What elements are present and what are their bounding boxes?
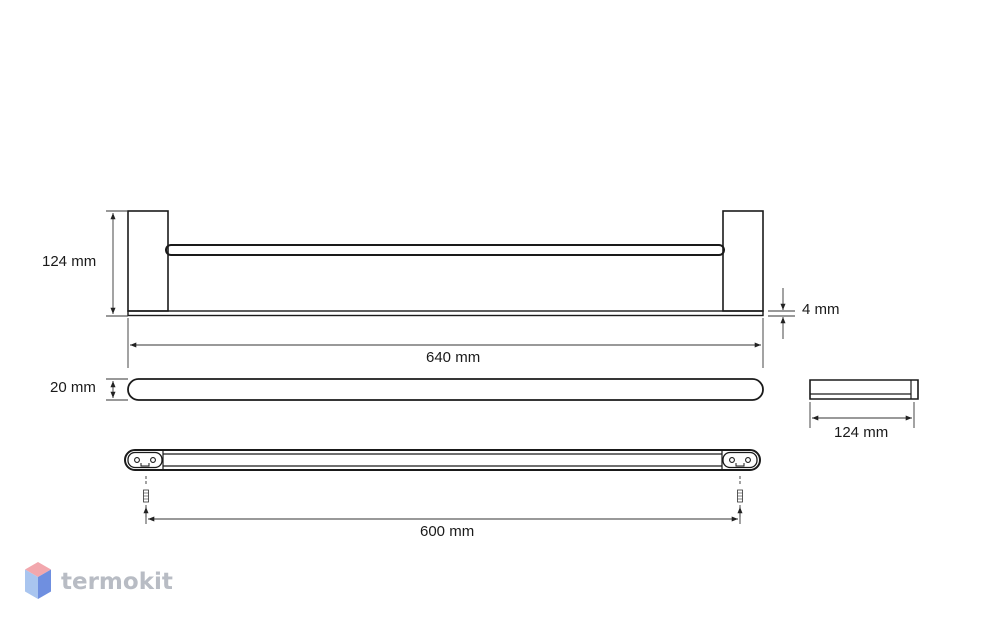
left-mount-plate	[127, 451, 163, 469]
termokit-logo: termokit	[25, 562, 173, 599]
front-view	[127, 210, 764, 317]
right-bracket	[722, 210, 764, 312]
top-view-bar	[127, 378, 764, 401]
base-plate	[127, 310, 764, 317]
screws	[143, 476, 743, 524]
brand-name: termokit	[61, 569, 173, 595]
plate-thickness-label: 4 mm	[802, 301, 840, 318]
width-dimension	[106, 378, 128, 401]
mounting-view	[124, 449, 761, 471]
left-mount-hole-1	[134, 457, 140, 463]
width-label: 20 mm	[50, 379, 96, 396]
right-mount-hole-2	[745, 457, 751, 463]
left-bracket	[127, 210, 169, 312]
right-mount-hole-1	[729, 457, 735, 463]
plate-thickness-dimension	[768, 288, 795, 339]
height-label: 124 mm	[42, 253, 96, 270]
depth-dimension	[809, 402, 915, 428]
depth-label: 124 mm	[834, 424, 888, 441]
mount-spacing-label: 600 mm	[420, 523, 474, 540]
length-label: 640 mm	[426, 349, 480, 366]
cube-icon	[25, 562, 51, 599]
towel-bar	[165, 244, 725, 256]
height-dimension	[106, 210, 128, 317]
side-view	[809, 379, 919, 400]
right-mount-plate	[722, 451, 758, 469]
length-dimension	[127, 318, 764, 368]
left-mount-hole-2	[150, 457, 156, 463]
